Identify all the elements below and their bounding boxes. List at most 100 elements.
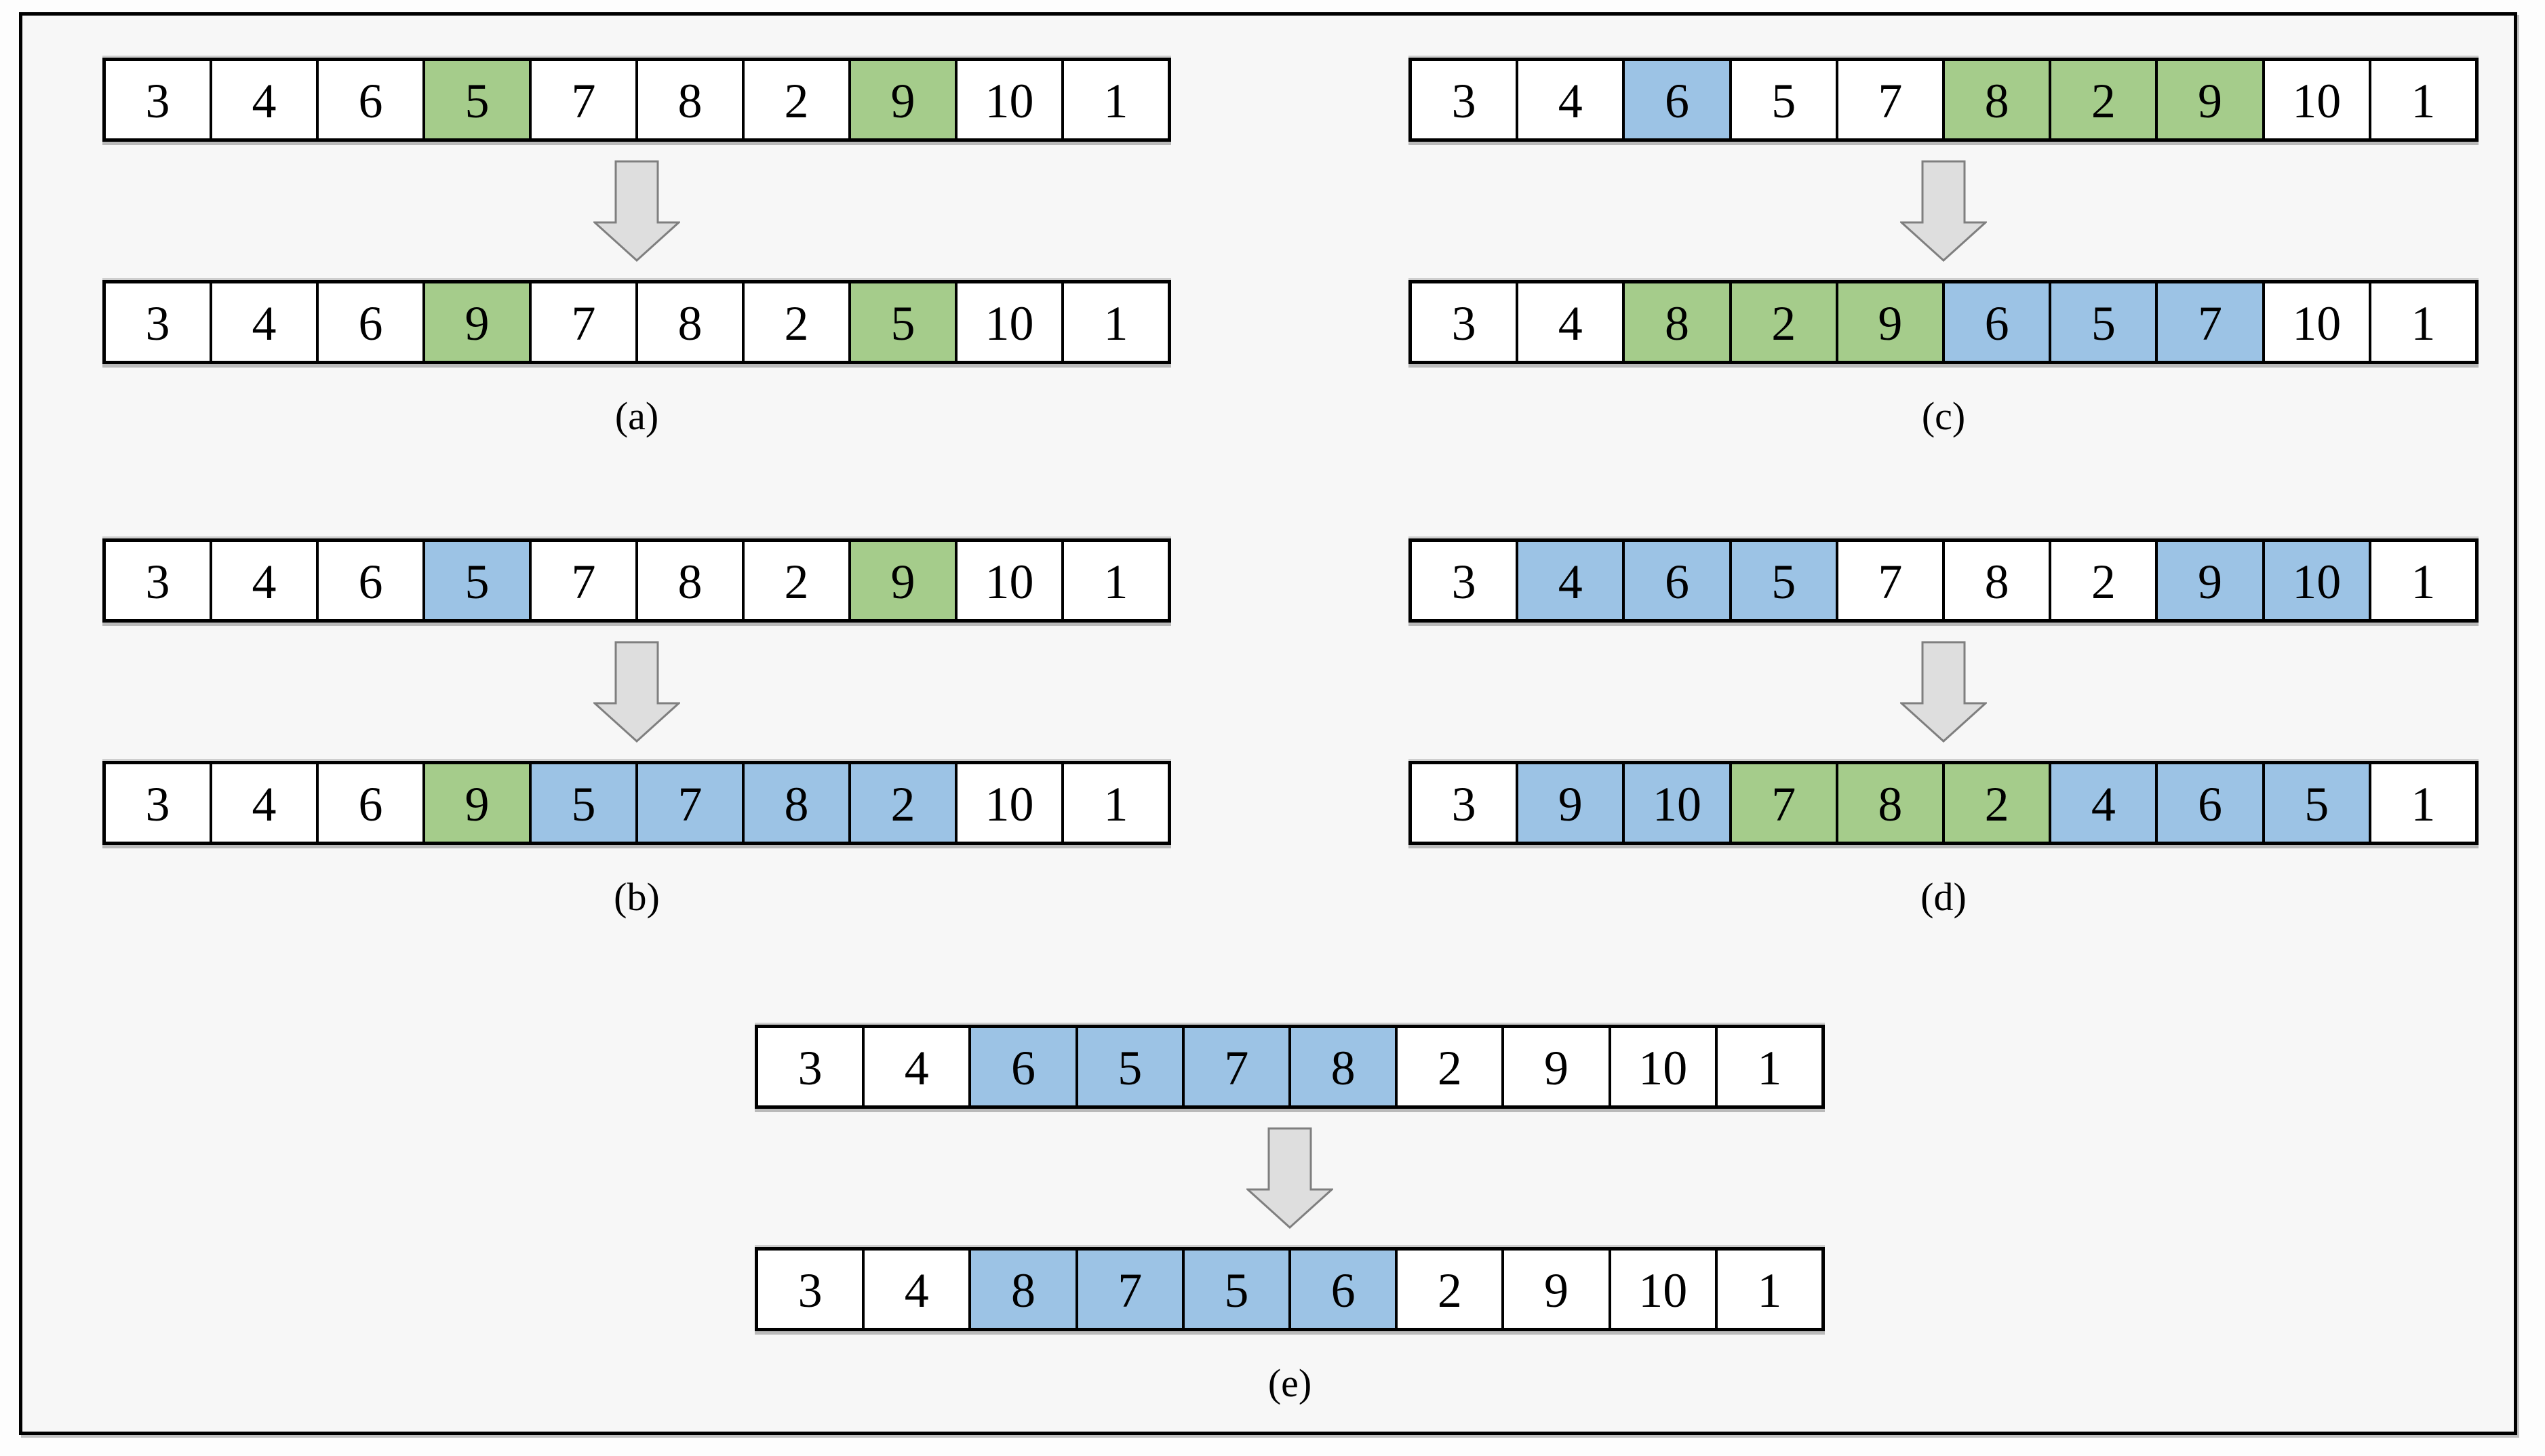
array-cell: 2 xyxy=(2051,61,2158,138)
array-cell: 3 xyxy=(106,764,212,842)
array-cell: 10 xyxy=(1611,1251,1718,1328)
array-cell: 1 xyxy=(2371,283,2476,361)
array-cell: 9 xyxy=(2158,542,2265,619)
array-cell: 8 xyxy=(1945,61,2052,138)
array-cell: 10 xyxy=(958,61,1064,138)
array-cell: 2 xyxy=(745,61,851,138)
panel-label: (c) xyxy=(1921,394,1966,438)
array-cell: 6 xyxy=(971,1028,1078,1105)
array-cell: 9 xyxy=(851,61,958,138)
array-cell: 8 xyxy=(1625,283,1732,361)
array-cell: 2 xyxy=(745,542,851,619)
array-cell: 1 xyxy=(1064,542,1168,619)
array-cell: 3 xyxy=(106,283,212,361)
array-cell: 6 xyxy=(2158,764,2265,842)
array-cell: 5 xyxy=(2264,764,2371,842)
array-cell: 5 xyxy=(1731,542,1838,619)
array-cell: 4 xyxy=(212,542,319,619)
array-cell: 7 xyxy=(1078,1251,1185,1328)
array-cell: 9 xyxy=(425,283,532,361)
array-cell: 8 xyxy=(971,1251,1078,1328)
array-cell: 7 xyxy=(1731,764,1838,842)
array-cell: 3 xyxy=(1412,542,1519,619)
array-cell: 6 xyxy=(319,764,425,842)
array-cell: 6 xyxy=(1625,61,1732,138)
array-cell: 5 xyxy=(1731,61,1838,138)
array-cell: 7 xyxy=(1184,1028,1292,1105)
array-cell: 7 xyxy=(2158,283,2265,361)
panel-label: (d) xyxy=(1920,875,1967,919)
array-cell: 1 xyxy=(2371,764,2476,842)
array-cell: 7 xyxy=(1838,542,1946,619)
panel-label: (b) xyxy=(614,875,660,919)
array-cell: 2 xyxy=(1398,1028,1505,1105)
array-cell: 1 xyxy=(1064,764,1168,842)
array-cell: 2 xyxy=(745,283,851,361)
array-cell: 8 xyxy=(638,61,745,138)
array-cell: 9 xyxy=(1504,1028,1611,1105)
array-cell: 4 xyxy=(1518,283,1625,361)
transform-arrow xyxy=(1246,1109,1333,1247)
array-cell: 7 xyxy=(638,764,745,842)
transform-arrow xyxy=(593,142,680,280)
array-cell: 10 xyxy=(958,764,1064,842)
array-cell: 5 xyxy=(851,283,958,361)
array-cell: 8 xyxy=(1291,1028,1398,1105)
array-cell: 6 xyxy=(319,61,425,138)
array-cell: 10 xyxy=(2264,283,2371,361)
array-cell: 4 xyxy=(865,1028,972,1105)
down-arrow-icon xyxy=(1900,641,1987,743)
array-cell: 6 xyxy=(1625,542,1732,619)
array-cell: 5 xyxy=(425,542,532,619)
array-cell: 7 xyxy=(1838,61,1946,138)
array-cell: 1 xyxy=(1064,61,1168,138)
array-cell: 1 xyxy=(1717,1028,1822,1105)
array-cell: 5 xyxy=(2051,283,2158,361)
array-cell: 7 xyxy=(532,542,638,619)
array-cell: 8 xyxy=(1945,542,2052,619)
panel-label: (e) xyxy=(1267,1361,1312,1405)
array-cell: 6 xyxy=(319,542,425,619)
array-cell: 9 xyxy=(1838,283,1946,361)
array-cell: 9 xyxy=(425,764,532,842)
array-cell: 6 xyxy=(319,283,425,361)
array-cell: 2 xyxy=(1731,283,1838,361)
array-cell: 3 xyxy=(758,1028,865,1105)
transform-arrow xyxy=(1900,623,1987,761)
array-cell: 6 xyxy=(1291,1251,1398,1328)
array-cell: 9 xyxy=(1504,1251,1611,1328)
array-cell: 3 xyxy=(1412,764,1519,842)
array-cell: 1 xyxy=(1064,283,1168,361)
down-arrow-icon xyxy=(1900,160,1987,262)
array-cell: 8 xyxy=(745,764,851,842)
array-cell: 5 xyxy=(1184,1251,1292,1328)
array-cell: 1 xyxy=(2371,542,2476,619)
array-cell: 2 xyxy=(1945,764,2052,842)
array-cell: 4 xyxy=(2051,764,2158,842)
array-cell: 7 xyxy=(532,61,638,138)
array-cell: 7 xyxy=(532,283,638,361)
array-cell: 3 xyxy=(758,1251,865,1328)
array-cell: 2 xyxy=(851,764,958,842)
array-cell: 5 xyxy=(425,61,532,138)
array-cell: 10 xyxy=(958,283,1064,361)
array-cell: 3 xyxy=(1412,61,1519,138)
array-cell: 8 xyxy=(1838,764,1946,842)
array-cell: 10 xyxy=(958,542,1064,619)
array-cell: 4 xyxy=(1518,542,1625,619)
array-cell: 10 xyxy=(1625,764,1732,842)
array-cell: 5 xyxy=(532,764,638,842)
array-cell: 1 xyxy=(2371,61,2476,138)
